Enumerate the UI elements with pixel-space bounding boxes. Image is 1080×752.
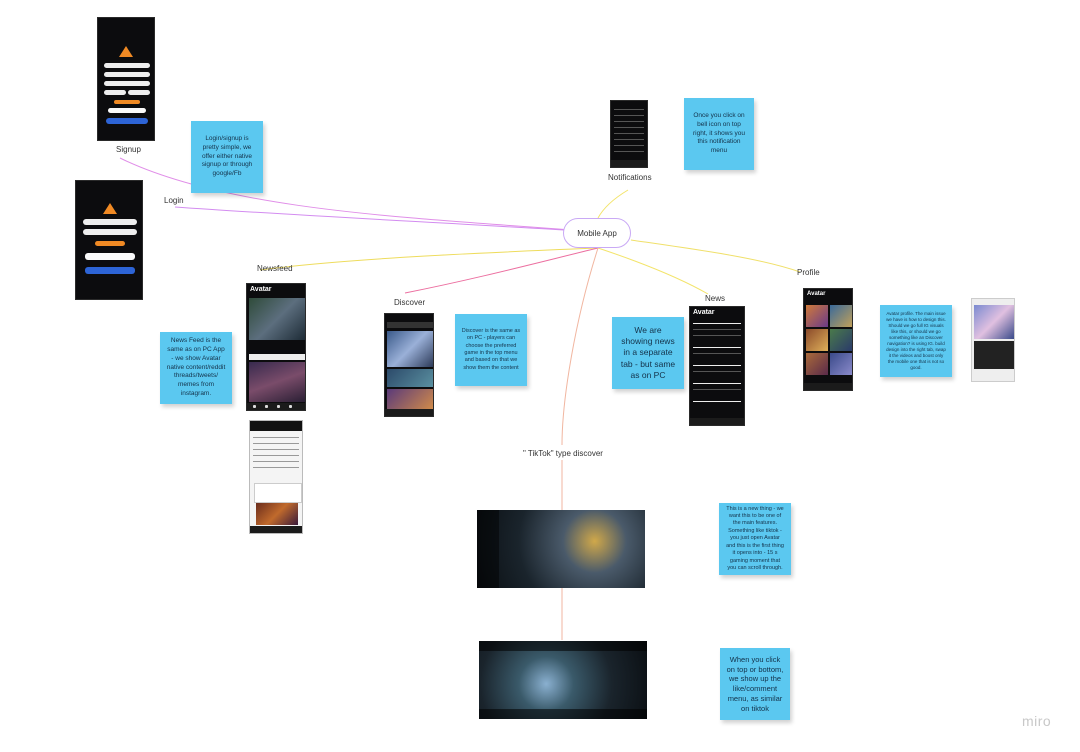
signup-screen[interactable]	[97, 17, 155, 141]
app-title: Avatar	[250, 286, 272, 293]
tab-bar	[611, 160, 647, 167]
app-logo-icon	[103, 203, 117, 214]
notifications-screen[interactable]	[610, 100, 648, 168]
notifications-note[interactable]: Once you click on bell icon on top right…	[684, 98, 754, 170]
news-note-text: We are showing news in a separate tab - …	[620, 325, 676, 380]
connector-login	[174, 206, 599, 233]
connector-news	[597, 247, 709, 295]
news-note[interactable]: We are showing news in a separate tab - …	[612, 317, 684, 389]
google-signup-button[interactable]	[108, 108, 146, 113]
connector-profile	[630, 239, 801, 273]
tab-bar	[385, 409, 433, 416]
hub-label: Mobile App	[577, 228, 617, 238]
notifications-note-text: Once you click on bell icon on top right…	[692, 112, 746, 155]
facebook-signup-button[interactable]	[106, 118, 148, 124]
tiktok-label: " TikTok" type discover	[523, 449, 603, 458]
newsfeed-scrolled-screen[interactable]	[249, 420, 303, 534]
notifications-label: Notifications	[608, 173, 652, 182]
connector-tiktok	[561, 247, 599, 446]
tiktok-intro-note[interactable]: This is a new thing - we want this to be…	[719, 503, 791, 575]
tiktok-menu-note[interactable]: When you click on top or bottom, we show…	[720, 648, 790, 720]
miro-watermark: miro	[1022, 713, 1052, 729]
connector-signup	[119, 157, 599, 233]
app-title: Avatar	[807, 291, 826, 297]
profile-note[interactable]: Avatar profile. The main issue we have i…	[880, 305, 952, 377]
tab-bar	[690, 418, 744, 425]
tab-bar	[247, 403, 305, 410]
newsfeed-screen[interactable]: Avatar	[246, 283, 306, 411]
tiktok-intro-note-text: This is a new thing - we want this to be…	[726, 505, 784, 571]
connector-newsfeed	[259, 247, 599, 271]
news-label: News	[705, 294, 726, 303]
discover-label: Discover	[394, 298, 426, 307]
profile-alt-screen[interactable]	[971, 298, 1015, 382]
facebook-login-button[interactable]	[85, 267, 135, 274]
discover-note[interactable]: Discover is the same as on PC - players …	[455, 314, 527, 386]
signup-button[interactable]	[114, 100, 140, 104]
discover-note-text: Discover is the same as on PC - players …	[461, 327, 521, 371]
tab-bar	[804, 383, 852, 390]
login-note-text: Login/signup is pretty simple, we offer …	[201, 135, 253, 178]
newsfeed-label: Newsfeed	[257, 264, 293, 273]
tiktok-menu-note-text: When you click on top or bottom, we show…	[726, 654, 784, 713]
discover-screen[interactable]	[384, 313, 434, 417]
app-title: Avatar	[693, 309, 715, 316]
mobile-app-hub[interactable]: Mobile App	[563, 218, 631, 248]
app-logo-icon	[119, 46, 133, 57]
tiktok-video-menu-screen[interactable]	[479, 641, 647, 719]
profile-screen[interactable]: Avatar	[803, 288, 853, 391]
tab-bar	[250, 526, 302, 533]
login-button[interactable]	[95, 241, 125, 246]
connector-discover	[404, 247, 599, 294]
profile-note-text: Avatar profile. The main issue we have i…	[886, 310, 946, 371]
news-screen[interactable]: Avatar	[689, 306, 745, 426]
profile-label: Profile	[797, 268, 820, 277]
login-label: Login	[164, 196, 184, 205]
signup-label: Signup	[116, 145, 141, 154]
connector-notifications	[597, 189, 629, 219]
login-screen[interactable]	[75, 180, 143, 300]
tiktok-video-screen[interactable]	[477, 510, 645, 588]
login-note[interactable]: Login/signup is pretty simple, we offer …	[191, 121, 263, 193]
google-login-button[interactable]	[85, 253, 135, 260]
newsfeed-note-text: News Feed is the same as on PC App - we …	[166, 337, 226, 397]
newsfeed-note[interactable]: News Feed is the same as on PC App - we …	[160, 332, 232, 404]
